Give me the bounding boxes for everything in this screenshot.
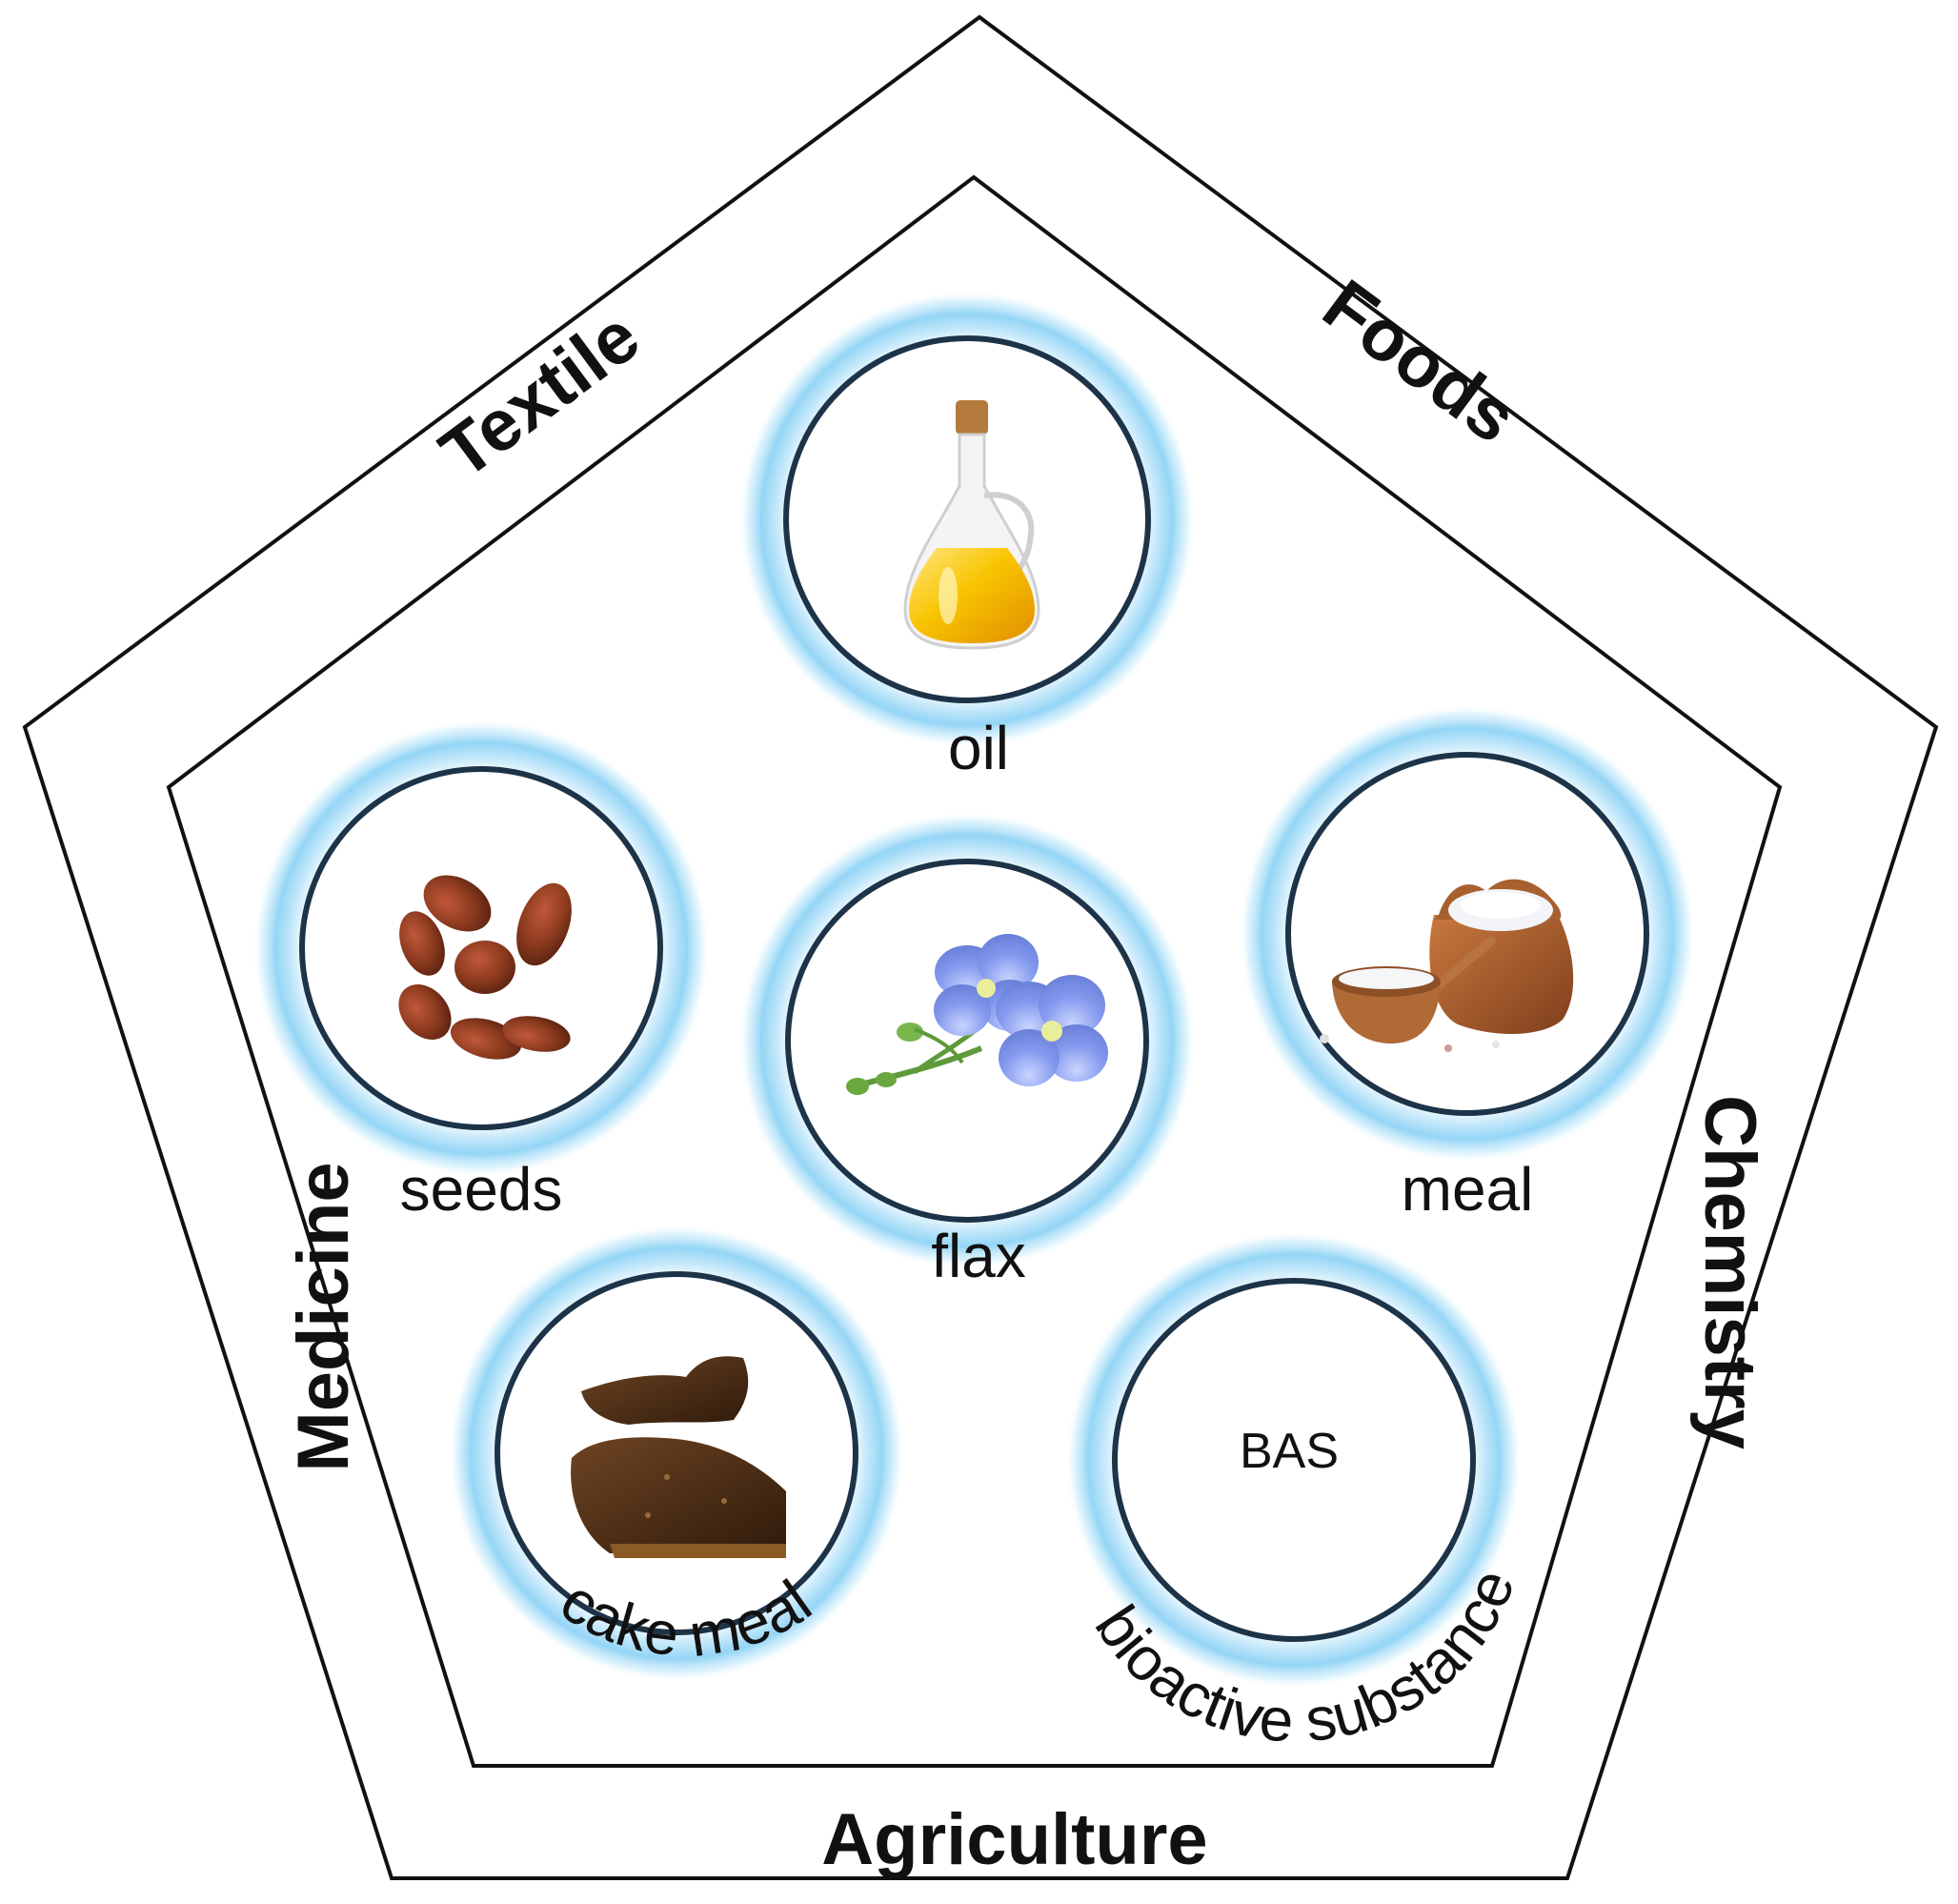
sector-label-textile: Textile: [426, 295, 654, 494]
seeds-label: seeds: [400, 1155, 563, 1224]
flax-label: flax: [931, 1222, 1026, 1290]
flour-sack-icon: [1320, 879, 1574, 1052]
oil-label: oil: [948, 714, 1009, 782]
flax-flower-icon: [846, 934, 1108, 1095]
cake-meal-node: [448, 1225, 905, 1682]
inner-pentagon: [166, 174, 1783, 1768]
sector-label-agriculture: Agriculture: [821, 1799, 1207, 1880]
bas-node: [1065, 1231, 1523, 1689]
flax-ring: [785, 859, 1149, 1223]
bas-ring: [1112, 1278, 1476, 1642]
seeds-node: [252, 719, 710, 1177]
flax-node: [738, 812, 1196, 1269]
oil-bottle-icon: [903, 400, 1040, 650]
oil-node: [738, 291, 1196, 748]
meal-label: meal: [1402, 1155, 1534, 1224]
oil-cake-icon: [571, 1356, 786, 1558]
outer-pentagon: [22, 14, 1939, 1880]
sector-label-medicine: Medicine: [283, 1162, 364, 1471]
meal-node: [1239, 705, 1696, 1163]
bas-abbrev-label: BAS: [1240, 1424, 1339, 1479]
flax-seeds-icon: [398, 875, 572, 1060]
sector-label-chemistry: Chemistry: [1689, 1095, 1770, 1449]
sector-label-foods: Foods: [1308, 264, 1531, 458]
